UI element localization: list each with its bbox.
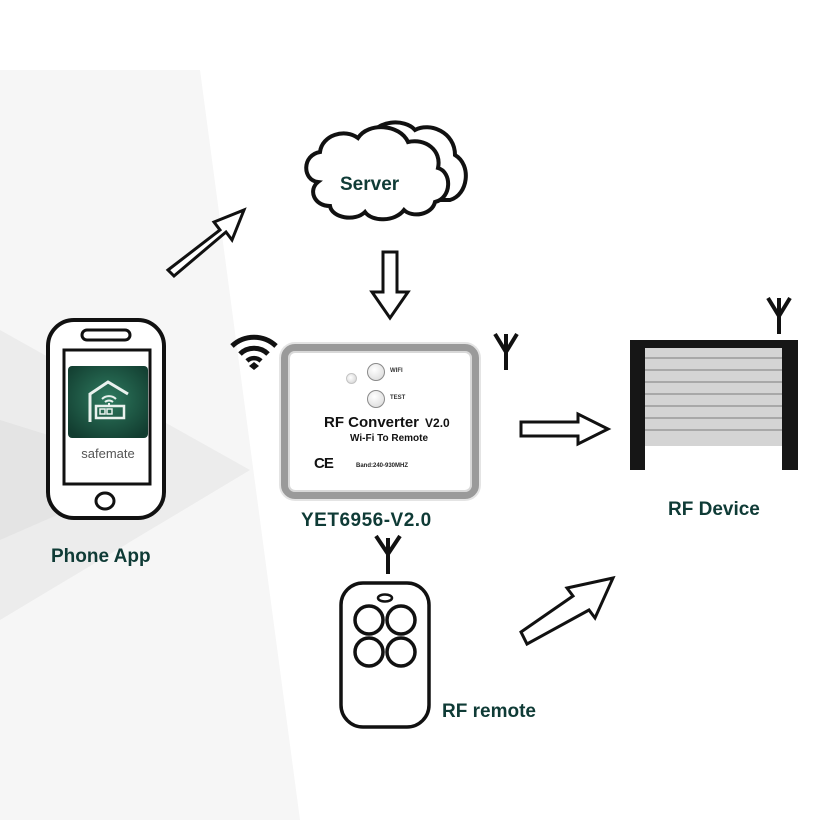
- rf-device-roller-door-icon: [630, 340, 798, 470]
- converter-title: RF Converter V2.0: [324, 414, 450, 431]
- test-button-label: TEST: [390, 395, 406, 401]
- server-label: Server: [340, 174, 400, 195]
- rf-device-label: RF Device: [668, 499, 760, 520]
- rf-converter-device: WIFI TEST RF Converter V2.0 Wi-Fi To Remo…: [281, 344, 479, 499]
- antenna-icon: [493, 332, 519, 370]
- antenna-icon: [374, 534, 402, 574]
- status-led: [346, 373, 357, 384]
- rf-remote-label: RF remote: [442, 701, 536, 722]
- converter-subtitle: Wi-Fi To Remote: [350, 433, 429, 444]
- test-button[interactable]: [367, 390, 385, 408]
- rf-remote-icon: [339, 581, 431, 729]
- arrow-remote-to-device: [519, 575, 616, 647]
- wifi-icon: [230, 334, 278, 370]
- server-cloud-icon: [304, 120, 468, 222]
- arrow-converter-to-device: [519, 411, 612, 447]
- app-name-label: safemate: [81, 446, 135, 461]
- safemate-app-icon[interactable]: [68, 366, 148, 446]
- converter-title-text: RF Converter: [324, 414, 420, 431]
- converter-model-label: YET6956-V2.0: [301, 510, 432, 531]
- ce-mark-icon: CE: [314, 455, 334, 472]
- antenna-icon: [766, 296, 792, 334]
- arrow-server-to-converter: [369, 250, 411, 321]
- wifi-button-label: WIFI: [390, 368, 403, 374]
- arrow-phone-to-server: [165, 207, 247, 279]
- wifi-button[interactable]: [367, 363, 385, 381]
- band-label: Band:240-930MHZ: [356, 463, 409, 469]
- phone-app-label: Phone App: [51, 546, 151, 567]
- converter-version: V2.0: [425, 416, 450, 430]
